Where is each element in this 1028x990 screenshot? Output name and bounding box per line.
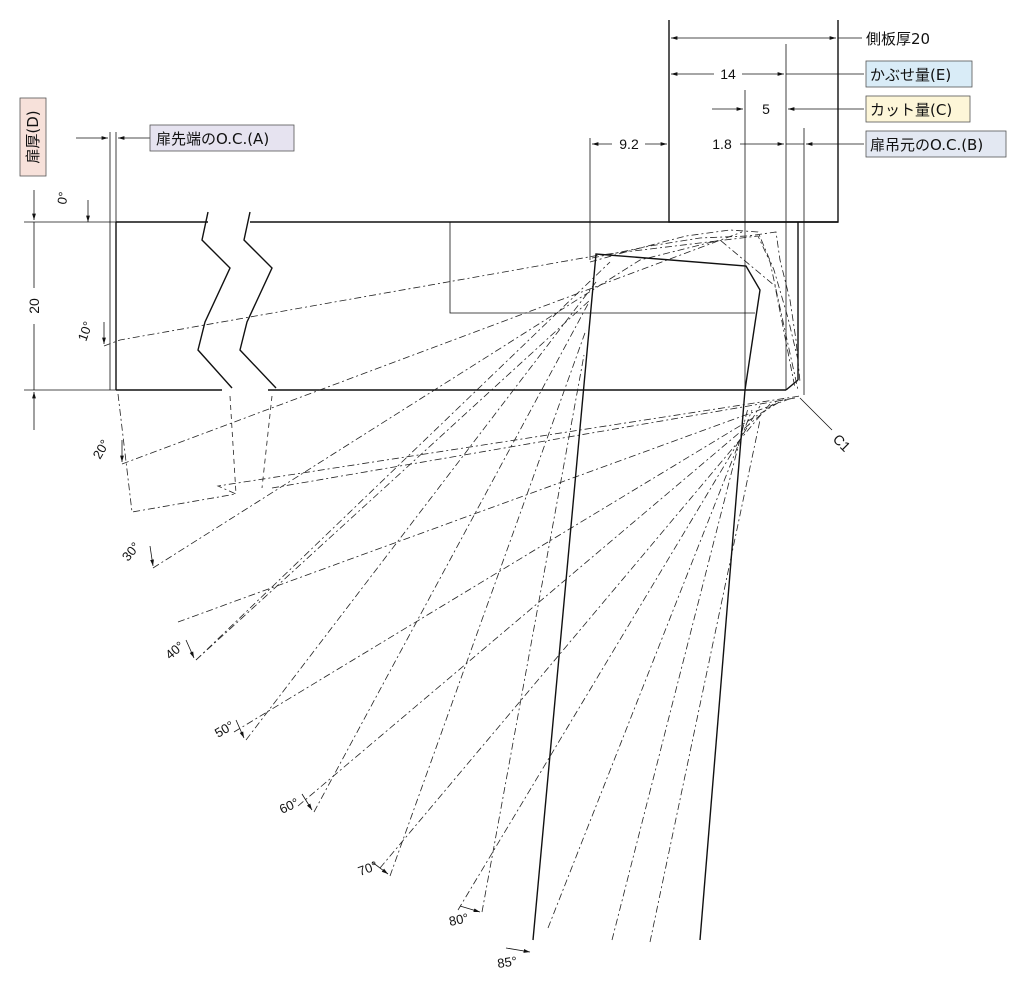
hinge-oc-text: 扉吊元のO.C.(B) [870, 136, 983, 154]
dimension-1-8: 1.8 [712, 136, 732, 152]
overlay-text: かぶせ量(E) [870, 66, 951, 84]
closed-door [115, 211, 838, 391]
angle-10: 10° [75, 319, 96, 343]
angle-85: 85° [496, 953, 518, 971]
chamfer-text: C1 [830, 431, 854, 455]
angle-60: 60° [277, 795, 301, 817]
angle-70: 70° [356, 858, 380, 879]
angle-0: 0° [54, 191, 71, 206]
side-panel-text: 側板厚20 [866, 30, 930, 48]
dimension-5: 5 [762, 101, 770, 117]
door-thickness-dimension: 20 [24, 190, 116, 430]
door-thickness-label: 扉厚(D) [19, 97, 47, 177]
top-dimensions: 側板厚20 14 かぶせ量(E) 5 カット量(C) 9.2 1.8 扉吊元のO… [589, 30, 1007, 395]
dimension-20: 20 [26, 298, 42, 314]
cut-text: カット量(C) [870, 101, 952, 119]
tip-oc-annotation: 扉先端のO.C.(A) [76, 124, 295, 390]
angle-50: 50° [212, 718, 237, 741]
tip-oc-text: 扉先端のO.C.(A) [156, 130, 269, 148]
angle-labels: 0° 10° 20° 30° 40° 50° 60° 70° 80° 85° [54, 191, 531, 971]
angle-40: 40° [162, 638, 187, 662]
angle-80: 80° [448, 910, 470, 929]
angle-20: 20° [90, 437, 113, 462]
side-panel [668, 20, 839, 223]
chamfer-annotation: C1 [799, 397, 854, 455]
angle-30: 30° [119, 539, 143, 564]
dimension-9-2: 9.2 [619, 136, 639, 152]
swing-trajectories [103, 229, 801, 943]
door-thickness-text: 扉厚(D) [24, 110, 42, 163]
dimension-14: 14 [720, 66, 736, 82]
open-door-85 [532, 253, 761, 941]
